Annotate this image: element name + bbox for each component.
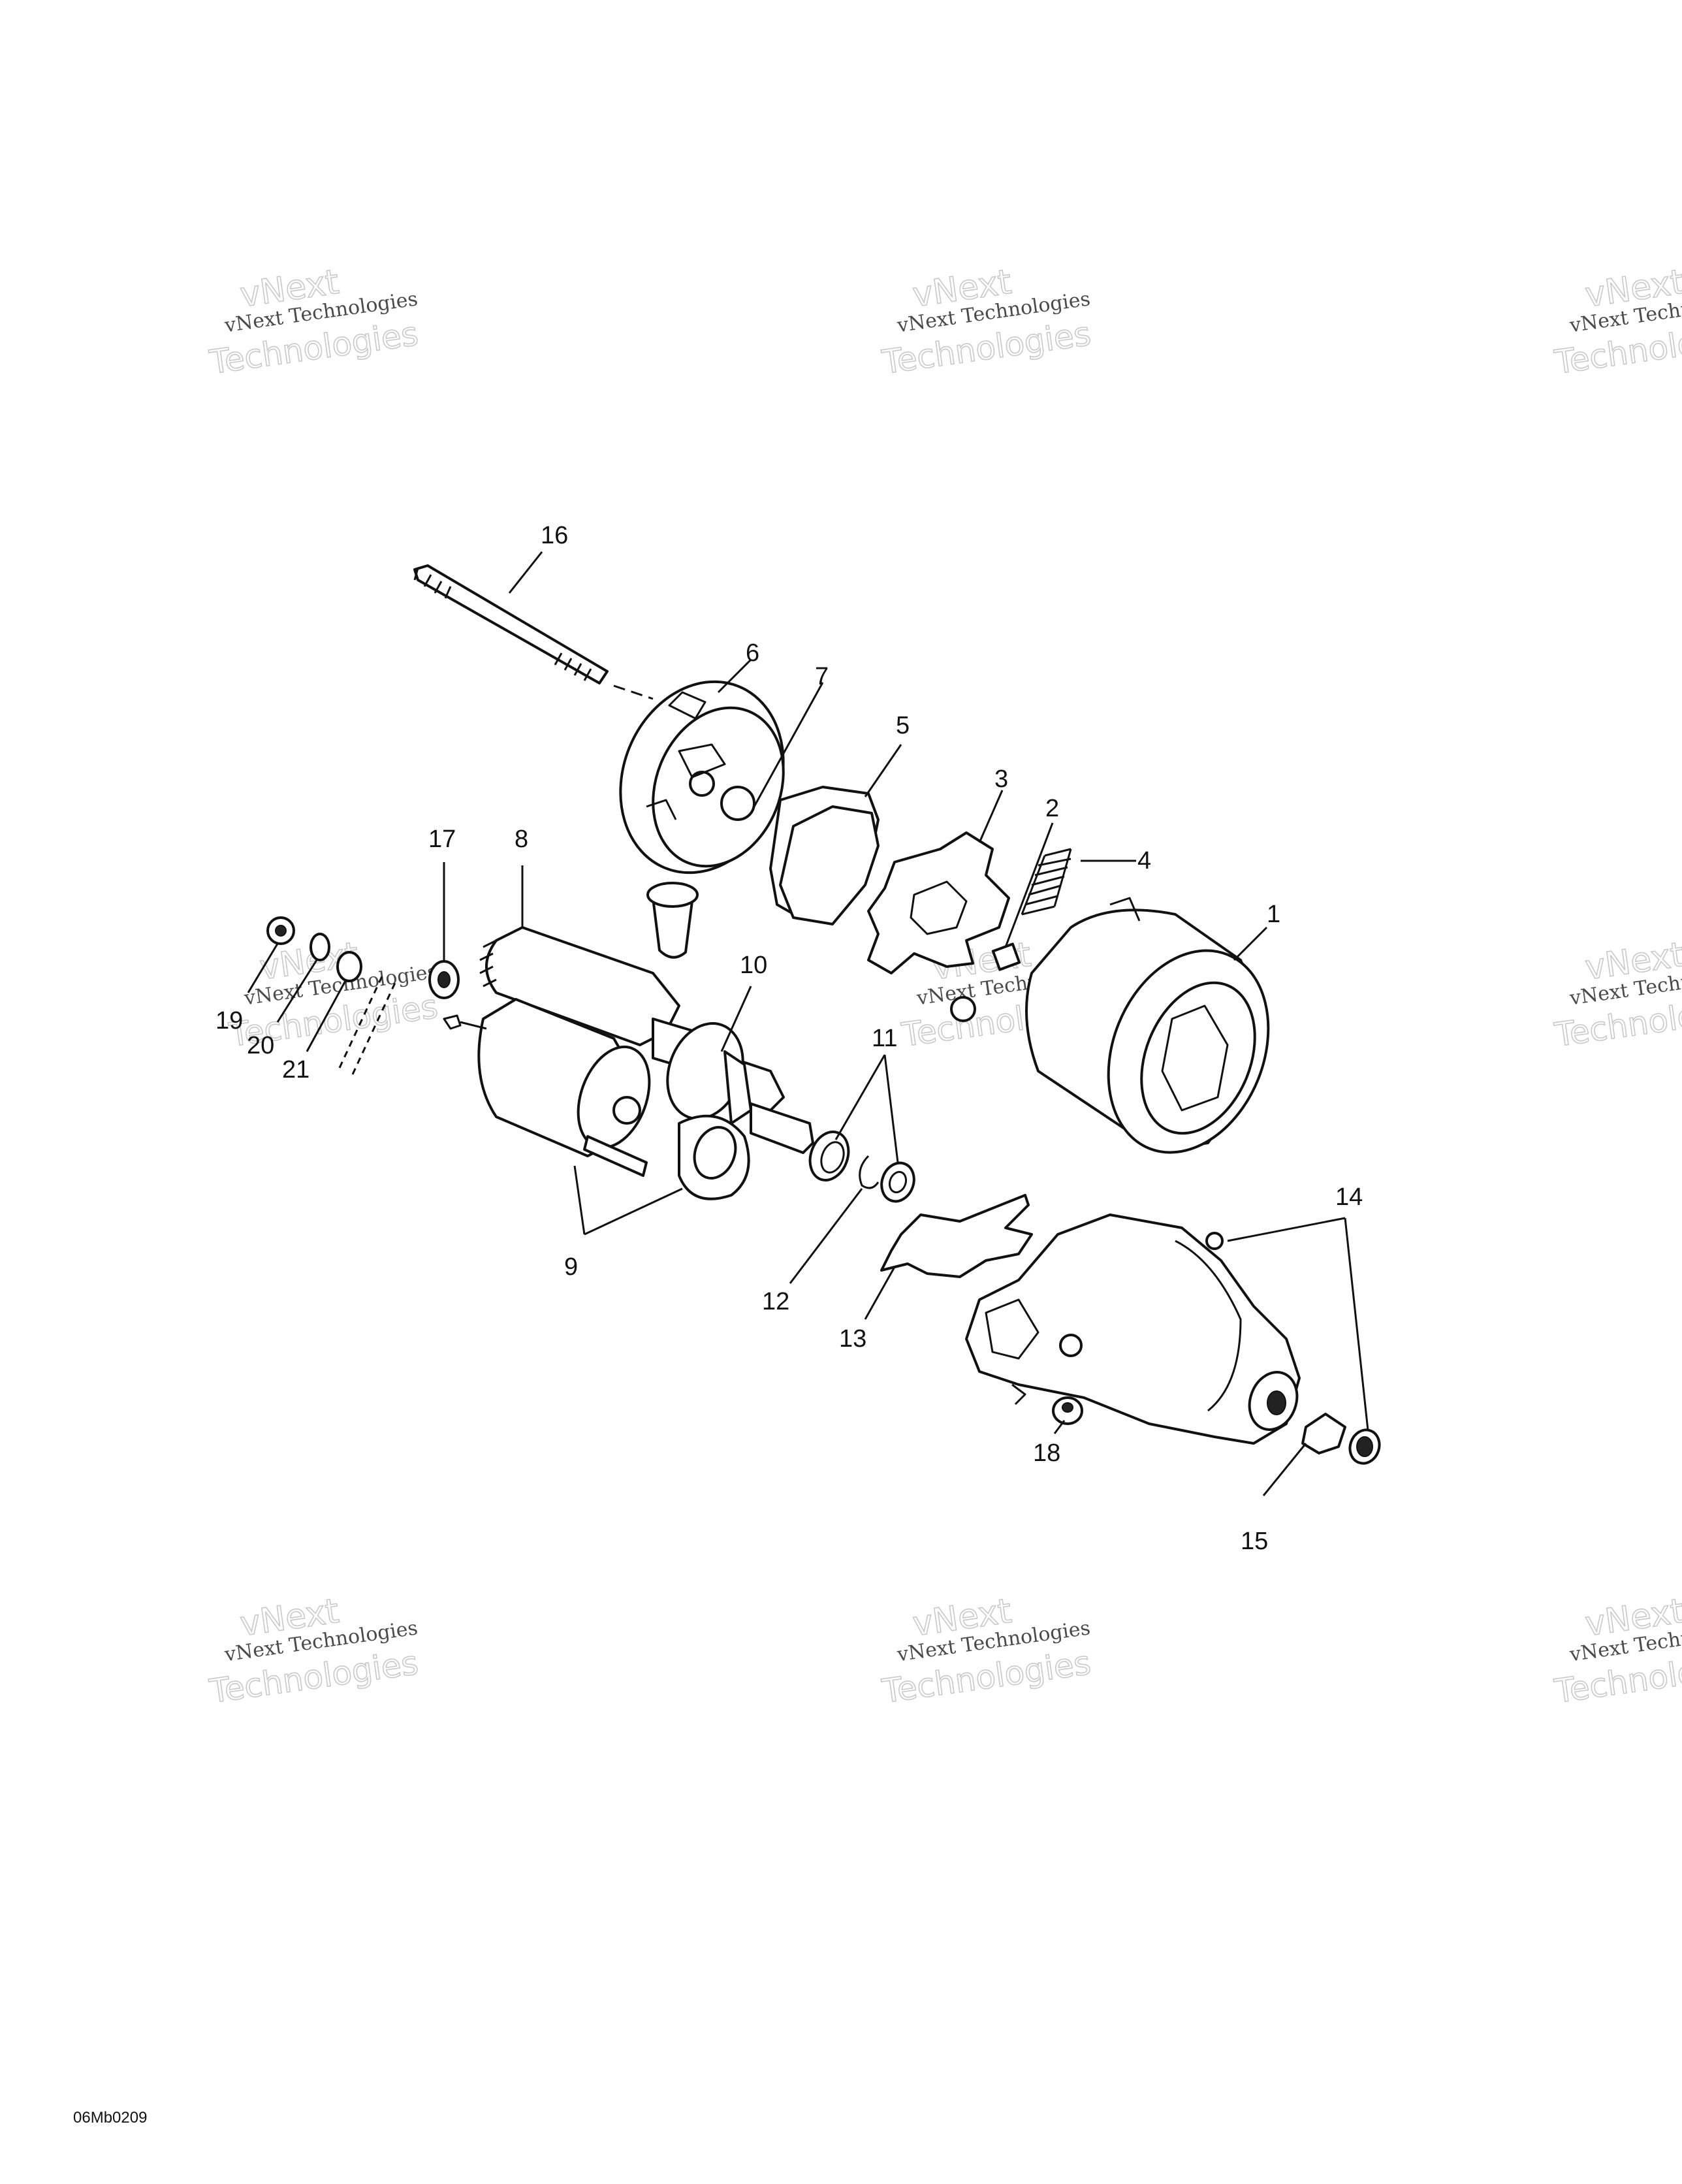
callout-7: 7 [815, 663, 829, 690]
callout-9: 9 [564, 1253, 578, 1281]
leader-3 [978, 790, 1004, 843]
callout-3: 3 [994, 765, 1008, 793]
watermark: vNext vNext Technologies Technologies [879, 1591, 1094, 1711]
part-washer-17 [428, 960, 460, 999]
part-brush-pin [646, 882, 699, 959]
leader-5 [864, 744, 902, 797]
callout-16: 16 [541, 522, 568, 549]
callout-12: 12 [762, 1288, 789, 1315]
callout-2: 2 [1045, 795, 1059, 822]
part-bearing-11 [808, 1131, 850, 1181]
watermark: vNext vNext Technologies Technologies [206, 262, 421, 382]
watermark: vNext vNext Technologies Technologies [879, 262, 1094, 382]
callout-5: 5 [896, 712, 910, 739]
part-brush-plate [779, 805, 880, 925]
part-thrust-washer-11 [880, 1161, 915, 1203]
leader-14a [1227, 1217, 1346, 1242]
callout-8: 8 [515, 826, 528, 853]
part-solenoid [443, 998, 750, 1200]
callout-15: 15 [1241, 1528, 1268, 1555]
watermark: vNext vNext Technologies Technologies [206, 1591, 421, 1711]
callout-20: 20 [247, 1032, 274, 1059]
part-through-bolt [413, 564, 654, 700]
callout-6: 6 [746, 639, 759, 667]
callout-1: 1 [1267, 901, 1280, 928]
watermark: vNext vNext Technologies Technologies [1551, 1591, 1682, 1711]
leader-14b [1344, 1217, 1369, 1431]
part-ring-15 [1348, 1428, 1381, 1465]
callout-10: 10 [740, 952, 767, 979]
callout-19: 19 [215, 1007, 243, 1035]
leader-16 [508, 551, 543, 594]
leader-21 [306, 979, 347, 1052]
watermark: vNext vNext Technologies Technologies [1551, 262, 1682, 382]
callout-11: 11 [872, 1025, 897, 1052]
part-nut-19 [266, 916, 295, 945]
leader-18 [1053, 1420, 1066, 1434]
callout-18: 18 [1033, 1439, 1060, 1467]
leader-lines [247, 551, 1369, 1496]
callout-4: 4 [1137, 847, 1151, 875]
part-washer-21 [336, 951, 362, 982]
leader-1 [1233, 926, 1268, 961]
part-brush-spring [1021, 848, 1072, 916]
leader-6 [717, 658, 752, 694]
watermarks: vNext vNext Technologies Technologies vN… [206, 262, 1682, 1711]
leader-20 [276, 959, 318, 1023]
leader-10 [720, 986, 752, 1052]
leader-12 [789, 1188, 863, 1284]
part-rear-end-cover [619, 680, 785, 875]
figure-code: 06Mb0209 [73, 2109, 147, 2127]
leader-9a [573, 1165, 586, 1235]
part-drive-housing [965, 1213, 1301, 1445]
leader-13 [864, 1266, 896, 1320]
part-terminal-lead [338, 976, 396, 1075]
callout-17: 17 [428, 826, 456, 853]
leader-11b [883, 1054, 899, 1163]
leader-7 [753, 682, 824, 807]
leader-9b [584, 1187, 683, 1236]
leader-15 [1262, 1443, 1307, 1496]
callout-13: 13 [839, 1325, 866, 1353]
part-yoke [1025, 897, 1270, 1154]
part-snap-ring [859, 1155, 880, 1189]
part-plug-18 [1052, 1396, 1083, 1425]
leader-2 [1004, 822, 1054, 948]
part-shift-lever [880, 1194, 1033, 1278]
leader-19 [247, 943, 279, 993]
watermark: vNext vNext Technologies Technologies [1551, 935, 1682, 1055]
callout-labels: 16 6 7 5 3 2 4 1 17 8 10 11 12 13 9 14 1… [215, 522, 1363, 1555]
part-bushing-15 [1301, 1413, 1346, 1454]
callout-21: 21 [282, 1056, 309, 1084]
callout-14: 14 [1335, 1183, 1363, 1211]
leader-11a [834, 1054, 886, 1140]
part-brush-holder [867, 831, 1021, 1022]
part-lock-washer-20 [309, 933, 330, 961]
